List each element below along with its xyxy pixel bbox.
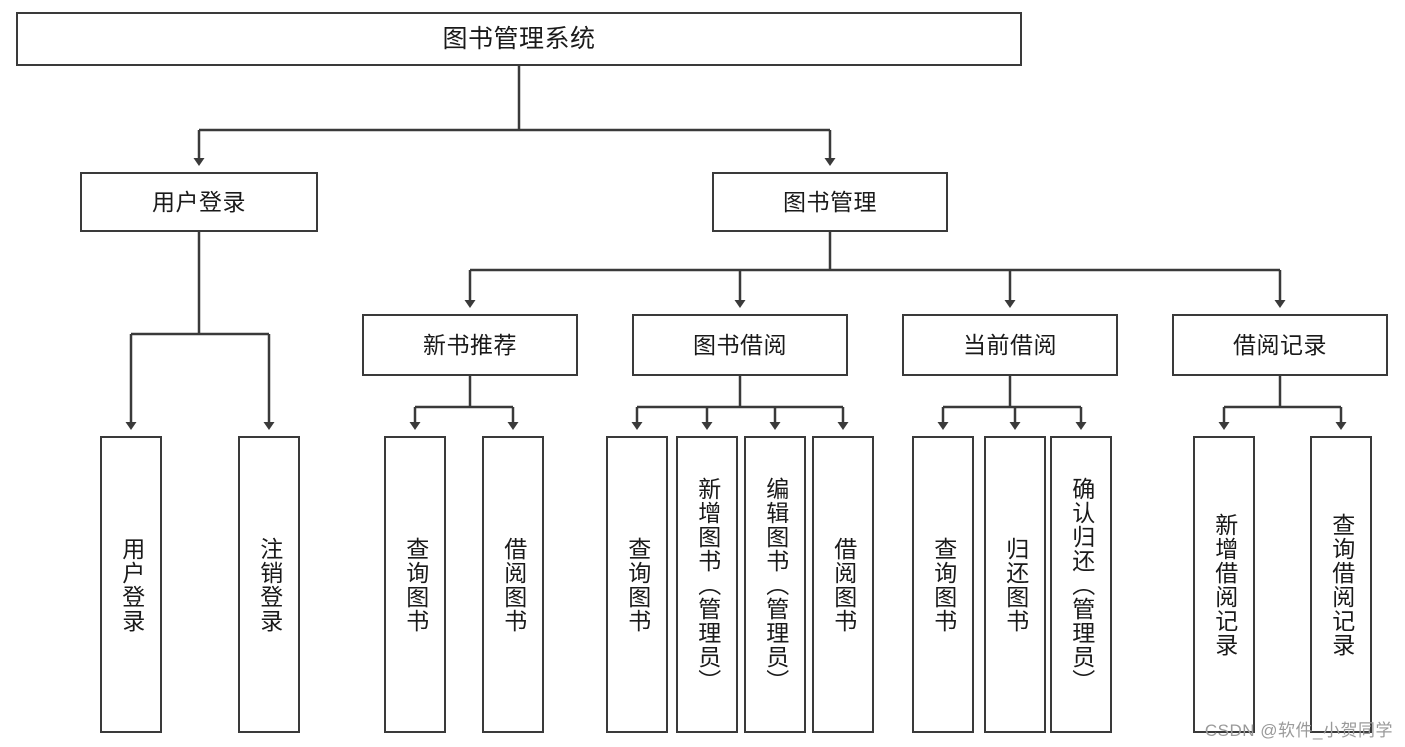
- node-label: 查询图书: [624, 536, 651, 633]
- node-user-login[interactable]: 用户登录: [80, 172, 318, 232]
- leaf-node[interactable]: 用户登录: [100, 436, 162, 733]
- node-label: 编辑图书（管理员）: [762, 476, 789, 693]
- leaf-node[interactable]: 查询图书: [606, 436, 668, 733]
- node-label: 用户登录: [118, 536, 145, 633]
- node-label: 图书借阅: [693, 331, 787, 358]
- leaf-node[interactable]: 编辑图书（管理员）: [744, 436, 806, 733]
- node-label: 借阅记录: [1233, 331, 1327, 358]
- node-label: 当前借阅: [963, 331, 1057, 358]
- node-label: 图书管理系统: [442, 24, 596, 53]
- node-book-manage[interactable]: 图书管理: [712, 172, 948, 232]
- node-label: 借阅图书: [500, 536, 527, 633]
- node-label: 新增借阅记录: [1211, 512, 1238, 657]
- leaf-node[interactable]: 查询图书: [912, 436, 974, 733]
- leaf-node[interactable]: 归还图书: [984, 436, 1046, 733]
- leaf-node[interactable]: 借阅图书: [812, 436, 874, 733]
- node-label: 借阅图书: [830, 536, 857, 633]
- node-book-borrow[interactable]: 图书借阅: [632, 314, 848, 376]
- node-label: 确认归还（管理员）: [1068, 476, 1095, 693]
- node-label: 图书管理: [783, 188, 877, 215]
- leaf-node[interactable]: 注销登录: [238, 436, 300, 733]
- leaf-node[interactable]: 新增借阅记录: [1193, 436, 1255, 733]
- node-root-system[interactable]: 图书管理系统: [16, 12, 1022, 66]
- node-label: 归还图书: [1002, 536, 1029, 633]
- leaf-node[interactable]: 查询借阅记录: [1310, 436, 1372, 733]
- watermark-text: CSDN @软件_小贺同学: [1204, 721, 1393, 740]
- leaf-node[interactable]: 确认归还（管理员）: [1050, 436, 1112, 733]
- node-label: 查询图书: [930, 536, 957, 633]
- node-label: 用户登录: [152, 188, 246, 215]
- node-current-borrow[interactable]: 当前借阅: [902, 314, 1118, 376]
- node-borrow-record[interactable]: 借阅记录: [1172, 314, 1388, 376]
- node-label: 注销登录: [256, 536, 283, 633]
- leaf-node[interactable]: 借阅图书: [482, 436, 544, 733]
- node-label: 新增图书（管理员）: [694, 476, 721, 693]
- node-label: 查询借阅记录: [1328, 512, 1355, 657]
- leaf-node[interactable]: 查询图书: [384, 436, 446, 733]
- node-label: 新书推荐: [423, 331, 517, 358]
- node-label: 查询图书: [402, 536, 429, 633]
- leaf-node[interactable]: 新增图书（管理员）: [676, 436, 738, 733]
- node-new-book-recommend[interactable]: 新书推荐: [362, 314, 578, 376]
